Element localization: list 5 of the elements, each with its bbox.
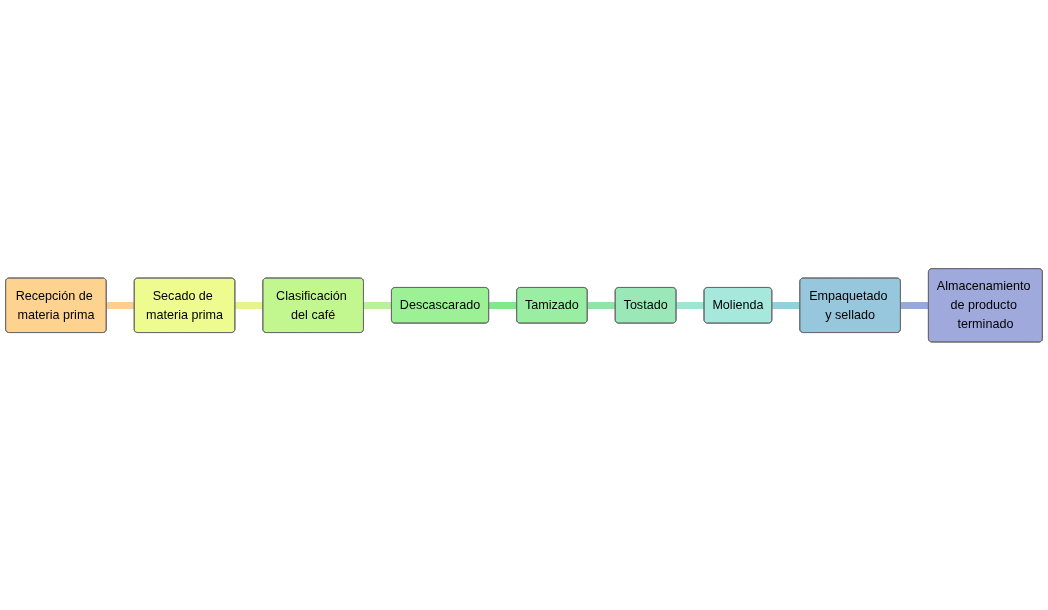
connector: [675, 301, 706, 309]
connector: [586, 301, 617, 309]
connector: [362, 301, 393, 309]
connector: [899, 301, 930, 309]
connector: [105, 301, 136, 309]
